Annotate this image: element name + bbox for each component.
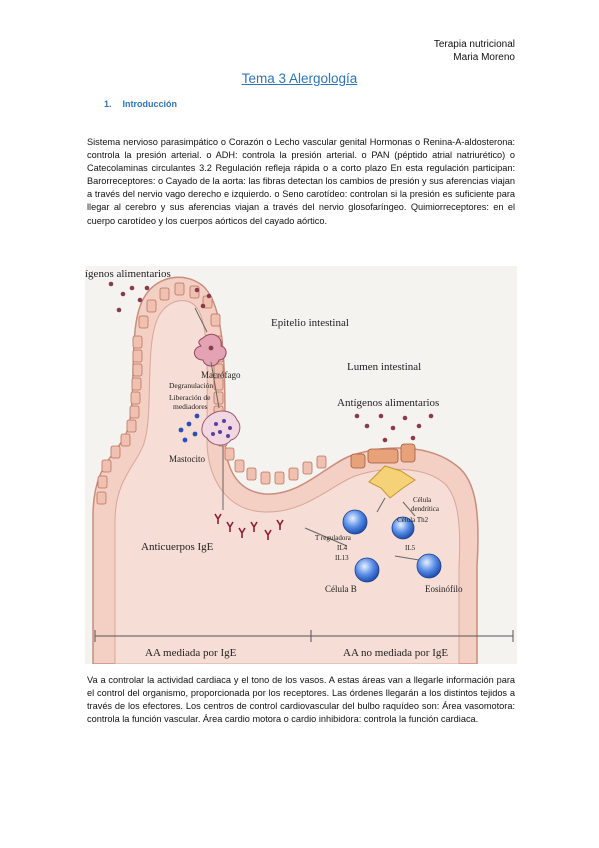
label-dendritic-2: dendrítica — [411, 505, 440, 513]
label-ige-antibodies: Anticuerpos IgE — [141, 541, 214, 553]
paragraph-2: Va a controlar la actividad cardiaca y e… — [87, 675, 515, 725]
label-degranulation: Degranulación — [169, 381, 213, 390]
label-il5: IL5 — [405, 544, 416, 552]
mast-cell — [201, 410, 241, 446]
document-title: Tema 3 Alergología — [241, 71, 358, 86]
label-mediator-release-2: mediadores — [173, 402, 208, 411]
released-mediators — [178, 413, 200, 443]
b-cell — [354, 557, 380, 583]
label-il13: IL13 — [335, 554, 349, 562]
food-antigens-left — [108, 281, 212, 313]
paragraph-1: Sistema nervioso parasimpático o Corazón… — [87, 137, 515, 226]
label-antigens-right: Antígenos alimentarios — [337, 397, 439, 409]
macrophage-nucleus — [208, 345, 214, 351]
label-t-regulatory: T reguladora — [315, 534, 352, 542]
section-heading: 1. Introducción — [104, 99, 177, 109]
allergy-figure: ígenos alimentarios Epitelio intestinal … — [85, 266, 517, 665]
label-antigens-top: ígenos alimentarios — [85, 268, 171, 280]
label-th2: Célula Th2 — [397, 516, 429, 524]
food-antigens-right — [354, 413, 434, 443]
label-eosinophil: Eosinófilo — [425, 584, 463, 594]
label-b-cell: Célula B — [325, 584, 357, 594]
mast-cell-granules — [211, 419, 232, 438]
t-regulatory-cell — [342, 509, 368, 535]
header-course: Terapia nutricional — [433, 39, 515, 50]
label-mast-cell: Mastocito — [169, 454, 205, 464]
label-ige-mediated: AA mediada por IgE — [145, 647, 237, 659]
allergy-diagram: ígenos alimentarios Epitelio intestinal … — [85, 266, 517, 665]
label-il4: IL4 — [337, 544, 348, 552]
eosinophil — [416, 553, 442, 579]
th2-cell — [391, 516, 415, 540]
label-macrophage: Macrófago — [201, 370, 241, 380]
ige-antibody-marks — [214, 513, 284, 540]
document-header: Terapia nutricional Maria Moreno — [434, 38, 515, 64]
dendritic-cell — [368, 465, 416, 499]
section-number: 1. — [104, 99, 112, 109]
label-lumen: Lumen intestinal — [347, 361, 421, 373]
epithelial-cells — [96, 282, 327, 505]
label-non-ige-mediated: AA no mediada por IgE — [343, 647, 448, 659]
label-epithelium: Epitelio intestinal — [271, 317, 349, 329]
label-dendritic-1: Célula — [413, 496, 432, 504]
dendritic-cell-tuft — [350, 443, 416, 469]
section-label: Introducción — [122, 99, 178, 109]
bottom-divider — [94, 630, 514, 642]
header-author: Maria Moreno — [453, 52, 515, 63]
label-mediator-release-1: Liberación de — [169, 393, 211, 402]
